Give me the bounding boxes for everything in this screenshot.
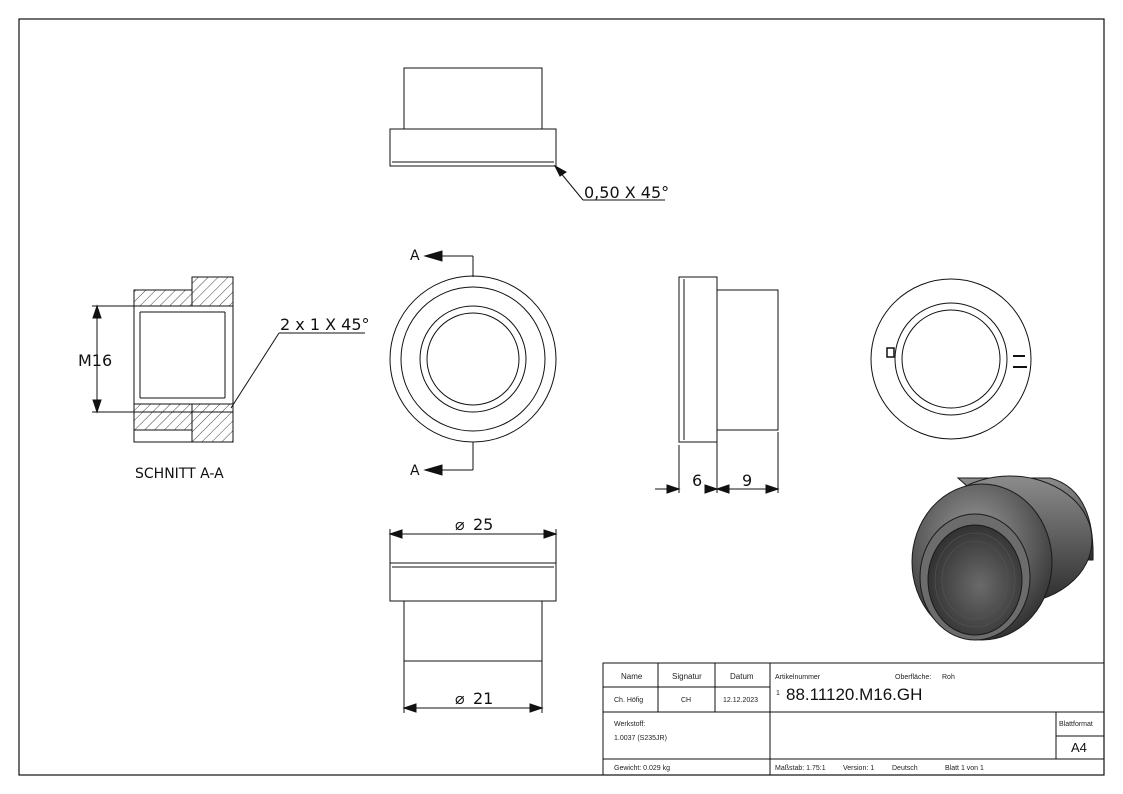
tb-header-date: Datum	[730, 672, 754, 681]
tb-value-date: 12.12.2023	[723, 697, 758, 704]
front-view	[389, 250, 557, 476]
section-marker-bottom: A	[410, 463, 420, 479]
tb-header-name: Name	[621, 672, 643, 681]
chamfer-top-label: 0,50 X 45°	[584, 183, 669, 202]
top-view	[389, 67, 665, 201]
tb-value-signature: CH	[681, 697, 691, 704]
thread-label: M16	[78, 351, 112, 370]
tb-header-signature: Signatur	[672, 672, 702, 681]
dim-flange-width: 6	[692, 471, 702, 490]
dim-outer-diameter: 25	[473, 515, 493, 534]
tb-sheet-format: A4	[1071, 740, 1087, 755]
dim-body-width: 9	[742, 471, 752, 490]
sheet-border	[18, 18, 1105, 776]
tb-sheet-format-label: Blattformat	[1059, 721, 1093, 728]
dim-body-diameter-symbol: ⌀	[455, 689, 465, 708]
tb-language: Deutsch	[892, 765, 918, 772]
dim-outer-diameter-symbol: ⌀	[455, 515, 465, 534]
tb-article-label: Artikelnummer	[775, 674, 821, 681]
tb-material-label: Werkstoff:	[614, 721, 645, 728]
tb-surface-label: Oberfläche:	[895, 674, 931, 681]
section-marker-top: A	[410, 248, 420, 264]
isometric-render	[911, 475, 1094, 641]
side-view	[655, 276, 780, 494]
tb-scale: Maßstab: 1.75:1	[775, 765, 826, 772]
section-title: SCHNITT A-A	[135, 466, 224, 482]
rear-view	[870, 278, 1032, 440]
section-view	[92, 276, 365, 443]
tb-version: Version: 1	[843, 765, 874, 772]
tb-surface-value: Roh	[942, 674, 955, 681]
bottom-view	[388, 529, 558, 713]
tb-article-number: 88.11120.M16.GH	[786, 685, 922, 704]
engraving-mark	[886, 347, 1027, 368]
tb-revision: 1	[776, 690, 780, 697]
dim-body-diameter: 21	[473, 689, 493, 708]
title-block	[602, 662, 1105, 776]
tb-material-value: 1.0037 (S235JR)	[614, 735, 667, 742]
chamfer-section-label: 2 x 1 X 45°	[280, 315, 370, 334]
tb-value-name: Ch. Höfig	[614, 697, 643, 704]
tb-sheet: Blatt 1 von 1	[945, 765, 984, 772]
tb-weight: Gewicht: 0.029 kg	[614, 765, 670, 772]
